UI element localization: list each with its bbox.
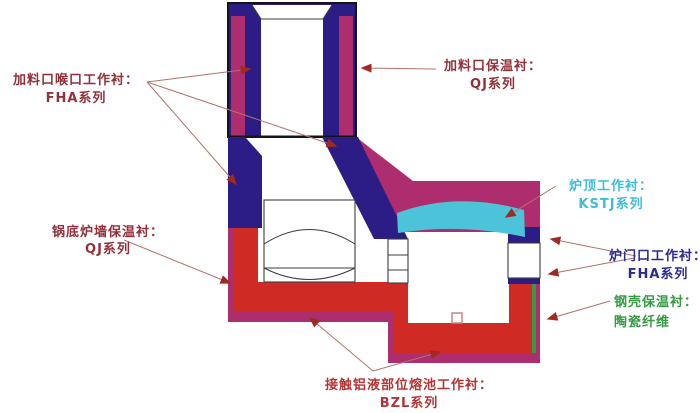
label-melt-pool-working: 接触铝液部位熔池工作衬： BZL系列 bbox=[325, 377, 493, 411]
label-roof-working-line1: 炉顶工作衬： bbox=[569, 178, 653, 194]
label-door-working-line1: 炉门口工作衬： bbox=[609, 248, 700, 264]
pot-bottom-bowl-arc bbox=[263, 267, 356, 280]
callout-feed-throat-2 bbox=[146, 81, 338, 148]
feed-port-funnel-outline bbox=[251, 4, 333, 20]
door-sill-lining bbox=[508, 278, 540, 284]
callout-melt-pool-2 bbox=[372, 350, 442, 372]
label-feed-throat-line1: 加料口喉口工作衬： bbox=[12, 72, 139, 88]
label-feed-throat: 加料口喉口工作衬： FHA系列 bbox=[12, 72, 139, 106]
feed-port-insulation-strip-right bbox=[339, 16, 353, 136]
label-pot-wall-insulation: 锅底炉墙保温衬： QJ系列 bbox=[52, 224, 164, 257]
label-melt-pool-working-line1: 接触铝液部位熔池工作衬： bbox=[325, 377, 493, 393]
label-shell-insulation-line2: 陶瓷纤维 bbox=[614, 314, 670, 330]
furnace-door-opening bbox=[507, 242, 541, 279]
callout-feed-throat-1 bbox=[146, 65, 252, 83]
label-door-working-line2: FHA系列 bbox=[628, 266, 689, 282]
label-melt-pool-working-line2: BZL系列 bbox=[380, 395, 439, 411]
label-feed-insulation-line2: QJ系列 bbox=[470, 76, 516, 92]
label-shell-insulation-line1: 钢壳保温衬： bbox=[614, 294, 698, 310]
melt-pool-working-lining bbox=[233, 228, 532, 353]
label-feed-insulation-line1: 加料口保温衬： bbox=[443, 58, 542, 74]
callout-pot-wall-insulation bbox=[123, 239, 232, 284]
label-feed-throat-line2: FHA系列 bbox=[46, 90, 107, 106]
label-pot-wall-insulation-line1: 锅底炉墙保温衬： bbox=[52, 224, 164, 240]
throat-slant-working-lining bbox=[322, 137, 408, 239]
feed-port-channel bbox=[252, 5, 332, 137]
label-roof-working: 炉顶工作衬： KSTJ系列 bbox=[569, 178, 653, 212]
bridge-wall-course-lines bbox=[388, 254, 408, 271]
callout-shell-insulation bbox=[546, 300, 611, 321]
bridge-wall-outline bbox=[387, 238, 409, 284]
tap-hole-outline bbox=[451, 312, 463, 324]
callout-feed-insulation bbox=[360, 63, 437, 73]
roof-working-lining-arch bbox=[397, 201, 525, 237]
label-roof-working-line2: KSTJ系列 bbox=[578, 196, 643, 212]
pot-top-arc bbox=[263, 229, 356, 245]
label-door-working: 炉门口工作衬： FHA系列 bbox=[609, 248, 700, 282]
callout-roof-working bbox=[504, 185, 557, 218]
left-wall-working-lining bbox=[228, 137, 262, 228]
callout-door-working-1 bbox=[549, 236, 637, 257]
callout-door-working-2 bbox=[547, 257, 635, 277]
label-feed-insulation: 加料口保温衬： QJ系列 bbox=[443, 58, 542, 92]
crucible-pot-outline bbox=[263, 199, 356, 283]
feed-port-base-line bbox=[228, 135, 356, 138]
steel-shell-ceramic-fiber-line bbox=[532, 284, 536, 353]
callout-melt-pool-1 bbox=[308, 317, 374, 372]
feed-port-insulation-strip-left bbox=[231, 16, 245, 136]
label-shell-insulation: 钢壳保温衬： 陶瓷纤维 bbox=[614, 294, 698, 330]
label-pot-wall-insulation-line2: QJ系列 bbox=[85, 241, 131, 257]
callout-feed-throat-3 bbox=[146, 81, 237, 186]
